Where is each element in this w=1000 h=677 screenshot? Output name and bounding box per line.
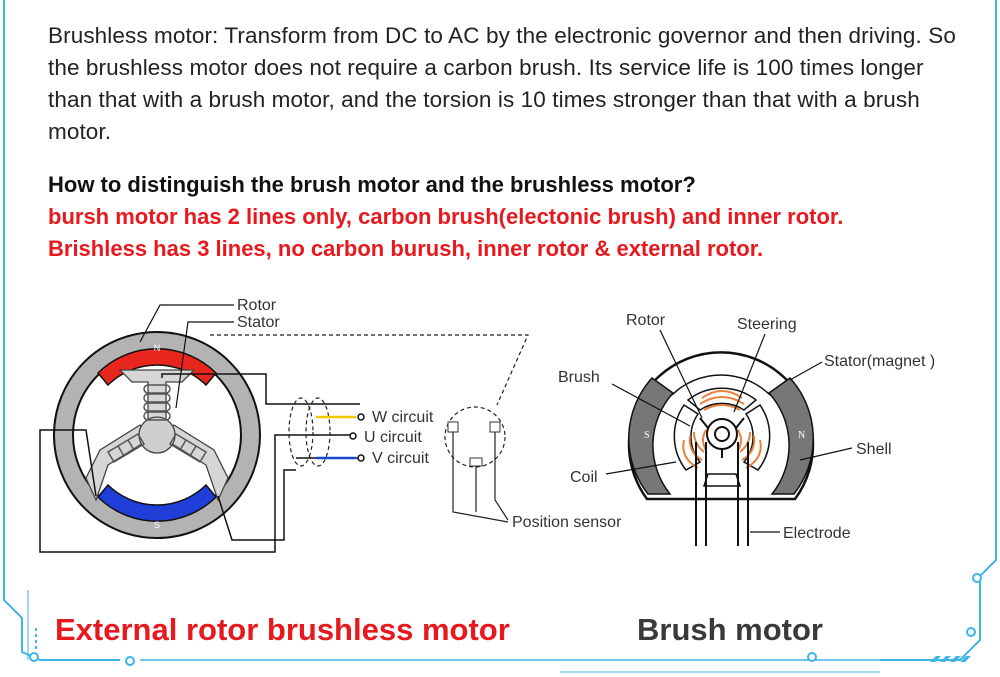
brushless-caption: External rotor brushless motor: [55, 612, 510, 647]
steering-label: Steering: [737, 316, 797, 333]
w-circuit-label: W circuit: [372, 409, 434, 426]
brushless-motor-note: Brishless has 3 lines, no carbon burush,…: [48, 236, 764, 261]
magnet-s-label: S: [154, 520, 160, 530]
rotor-label-left: Rotor: [237, 297, 277, 314]
pole-n-label: N: [798, 430, 805, 441]
coil-label: Coil: [570, 469, 598, 486]
magnet-n-label: N: [154, 343, 161, 353]
brush-motor-note: bursh motor has 2 lines only, carbon bru…: [48, 204, 844, 229]
position-sensor-label: Position sensor: [512, 514, 622, 531]
v-circuit-label: V circuit: [372, 450, 429, 467]
south-magnet: [96, 483, 218, 522]
brushless-motor-diagram: N S: [39, 297, 622, 553]
stator-magnet-n: [767, 377, 814, 495]
electrode-label: Electrode: [783, 525, 851, 542]
stator-magnet-s: [628, 377, 675, 495]
brush-caption: Brush motor: [637, 612, 823, 647]
shell-label: Shell: [856, 441, 892, 458]
stator-core: [85, 369, 229, 502]
u-circuit-label: U circuit: [364, 429, 422, 446]
rotor-label-right: Rotor: [626, 312, 666, 329]
question-heading: How to distinguish the brush motor and t…: [48, 172, 696, 197]
description-text: Brushless motor: Transform from DC to AC…: [48, 23, 956, 144]
stator-label-left: Stator: [237, 314, 280, 331]
pole-s-label: S: [644, 430, 650, 441]
north-magnet: [96, 348, 218, 387]
brush-label: Brush: [558, 369, 600, 386]
brush-motor-diagram: S N: [558, 312, 935, 546]
stator-magnet-label: Stator(magnet ): [824, 353, 935, 370]
